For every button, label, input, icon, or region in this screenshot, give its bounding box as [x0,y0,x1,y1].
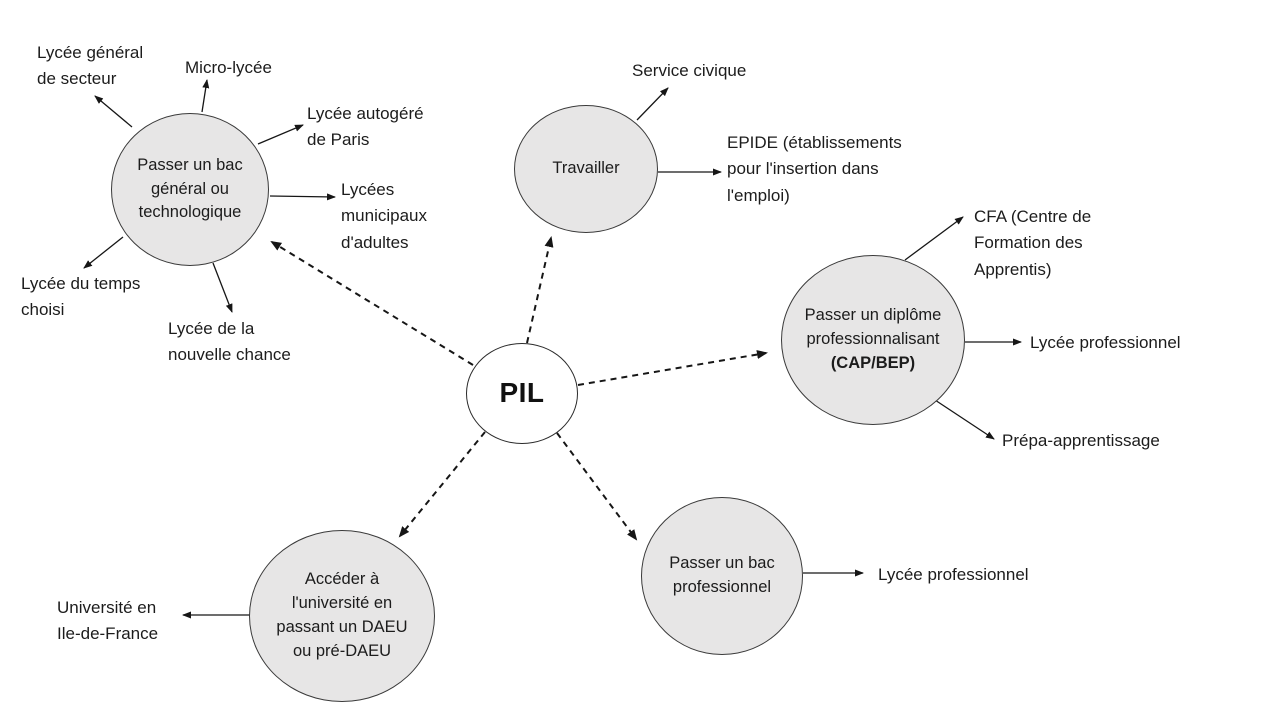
leaf-lycees-municipaux: Lycées municipaux d'adultes [341,180,427,252]
node-diplome-professionnalisant: Passer un diplôme professionnalisant (CAP… [781,255,965,425]
node-bac-professionnel: Passer un bac professionnel [641,497,803,655]
node-label: Accéder à l'université en passant un DAE… [276,570,408,660]
arrow-to-lycee-temps-choisi [83,236,124,269]
node-bac-general-technologique: Passer un bac général ou technologique [111,113,269,266]
arrow-to-lycee-autogere [257,124,304,145]
arrow-to-cfa [904,216,964,261]
leaf-lycee-autogere: Lycée autogéré de Paris [307,104,424,150]
node-label-bold: (CAP/BEP) [830,353,916,372]
leaf-lycee-pro-bottom: Lycée professionnel [878,565,1029,584]
leaf-epide: EPIDE (établissements pour l'insertion d… [727,133,902,205]
dashed-arrow-pil-to-universite [398,431,486,538]
leaf-lycee-general-secteur: Lycée général de secteur [37,43,144,89]
node-label-regular: Passer un diplôme professionnalisant [804,306,942,349]
leaf-universite-idf: Université en Ile-de-France [57,598,159,644]
node-pil-center: PIL [466,343,578,444]
pil-label: PIL [499,377,545,409]
leaf-prepa-apprentissage: Prépa-apprentissage [1002,431,1160,450]
node-label: Travailler [552,159,620,178]
dashed-arrow-pil-to-diplome-pro [577,350,768,386]
dashed-arrow-pil-to-bac-pro [556,432,638,541]
node-label: Passer un bac général ou technologique [137,155,243,222]
dashed-arrow-pil-to-bac-general [270,240,474,366]
arrow-to-lycee-general-secteur [94,95,133,128]
arrow-to-micro-lycee [201,79,210,113]
arrow-to-lycees-municipaux [269,193,336,201]
arrow-to-prepa-apprentissage [934,399,995,440]
leaf-lycee-pro-right: Lycée professionnel [1030,333,1181,352]
arrow-to-lycee-nouvelle-chance [212,262,233,313]
node-travailler: Travailler [514,105,658,233]
arrow-to-service-civique [636,87,669,121]
leaf-lycee-temps-choisi: Lycée du temps choisi [21,274,141,320]
dashed-arrow-pil-to-travailler [526,236,554,344]
node-label: Passer un bac professionnel [669,554,775,596]
leaf-service-civique: Service civique [632,61,747,80]
leaf-lycee-nouvelle-chance: Lycée de la nouvelle chance [168,319,291,365]
node-universite-daeu: Accéder à l'université en passant un DAE… [249,530,435,702]
leaf-micro-lycee: Micro-lycée [185,58,272,77]
leaf-cfa: CFA (Centre de Formation des Apprentis) [974,207,1092,279]
node-label: Passer un diplôme professionnalisant (CAP… [805,304,942,376]
